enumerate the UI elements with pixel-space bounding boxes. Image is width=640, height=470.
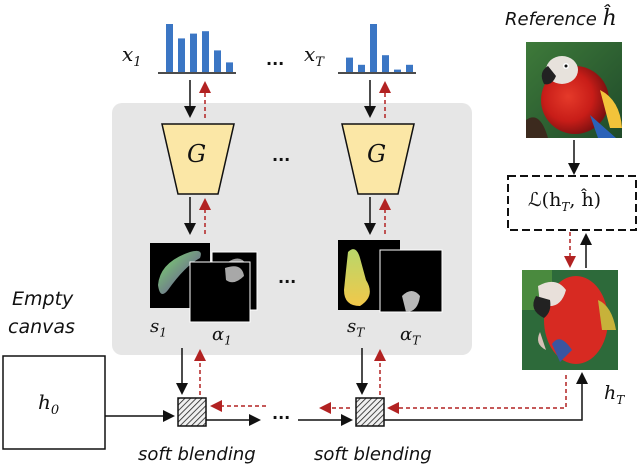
soft-blending-left-label: soft blending xyxy=(138,444,256,465)
stroke-right-symbol: s xyxy=(347,316,357,337)
alpha-label-right: αT xyxy=(400,326,420,347)
input-xT-symbol: x xyxy=(304,42,316,66)
histogram-bar xyxy=(214,50,221,72)
alpha-left-symbol: α xyxy=(212,324,225,345)
histogram-bar xyxy=(178,38,185,72)
stroke-label-left: s1 xyxy=(150,318,167,339)
reference-symbol: ĥ xyxy=(602,6,617,31)
empty-canvas-title-1: Empty xyxy=(12,288,74,310)
histogram-bar xyxy=(406,64,413,72)
output-subscript: T xyxy=(616,392,625,407)
output-symbol: h xyxy=(604,382,617,404)
canvas-label-h0: h0 xyxy=(38,392,59,417)
histogram-bar xyxy=(358,64,365,72)
histogram-bar xyxy=(382,55,389,72)
alpha-label-left: α1 xyxy=(212,326,232,347)
input-x1-subscript: 1 xyxy=(133,55,142,70)
arrow-blend-to-output xyxy=(384,372,588,421)
input-label-x1: x1 xyxy=(122,44,142,69)
alpha-left-subscript: 1 xyxy=(224,333,232,348)
stroke-left-symbol: s xyxy=(150,316,160,337)
reference-label: Reference ĥ xyxy=(505,8,617,30)
input-xT-subscript: T xyxy=(315,55,324,70)
soft-blending-right-label: soft blending xyxy=(314,444,432,465)
input-label-xT: xT xyxy=(304,44,324,69)
loss-subscript: T xyxy=(561,199,570,214)
histogram-bar xyxy=(394,69,401,72)
stroke-right-subscript: T xyxy=(356,325,365,340)
generator-right-label: G xyxy=(367,140,387,168)
canvas-subscript: 0 xyxy=(50,403,60,418)
empty-canvas-title-2: canvas xyxy=(8,316,75,338)
generator-right xyxy=(341,123,415,195)
stroke-tiles-right xyxy=(338,240,443,313)
stroke-label-right: sT xyxy=(347,318,364,339)
histogram-bar xyxy=(166,24,173,72)
output-image xyxy=(522,270,618,370)
generator-left-label: G xyxy=(187,140,207,168)
output-label-hT: hT xyxy=(604,384,624,406)
input-x1-symbol: x xyxy=(122,42,134,66)
histogram-bar xyxy=(370,24,377,72)
loss-box xyxy=(507,175,637,231)
alpha-right-subscript: T xyxy=(412,333,421,348)
empty-canvas-box xyxy=(2,355,106,450)
stroke-tiles-left xyxy=(150,243,258,323)
histogram-right xyxy=(346,24,413,72)
histogram-left xyxy=(166,24,233,72)
blend-node-left xyxy=(177,397,207,427)
generator-left xyxy=(161,123,235,195)
grad-output-to-blend xyxy=(387,375,567,414)
ellipsis-strokes: ... xyxy=(278,268,297,287)
histogram-bar xyxy=(226,62,233,72)
loss-function: ℒ(h xyxy=(528,189,562,211)
histogram-bar xyxy=(346,57,353,72)
stroke-left-subscript: 1 xyxy=(159,325,167,340)
loss-rest: , ĥ) xyxy=(569,189,602,211)
blend-node-right xyxy=(355,397,385,427)
canvas-symbol: h xyxy=(38,390,51,414)
ellipsis-blending: ... xyxy=(272,404,291,423)
reference-text: Reference xyxy=(505,9,597,30)
alpha-right-symbol: α xyxy=(400,324,413,345)
ellipsis-generators: ... xyxy=(272,146,291,165)
histogram-bar xyxy=(202,31,209,72)
reference-image xyxy=(526,42,622,138)
loss-label: ℒ(hT, ĥ) xyxy=(528,191,601,213)
histogram-bar xyxy=(190,33,197,72)
ellipsis-inputs: ... xyxy=(266,50,285,69)
